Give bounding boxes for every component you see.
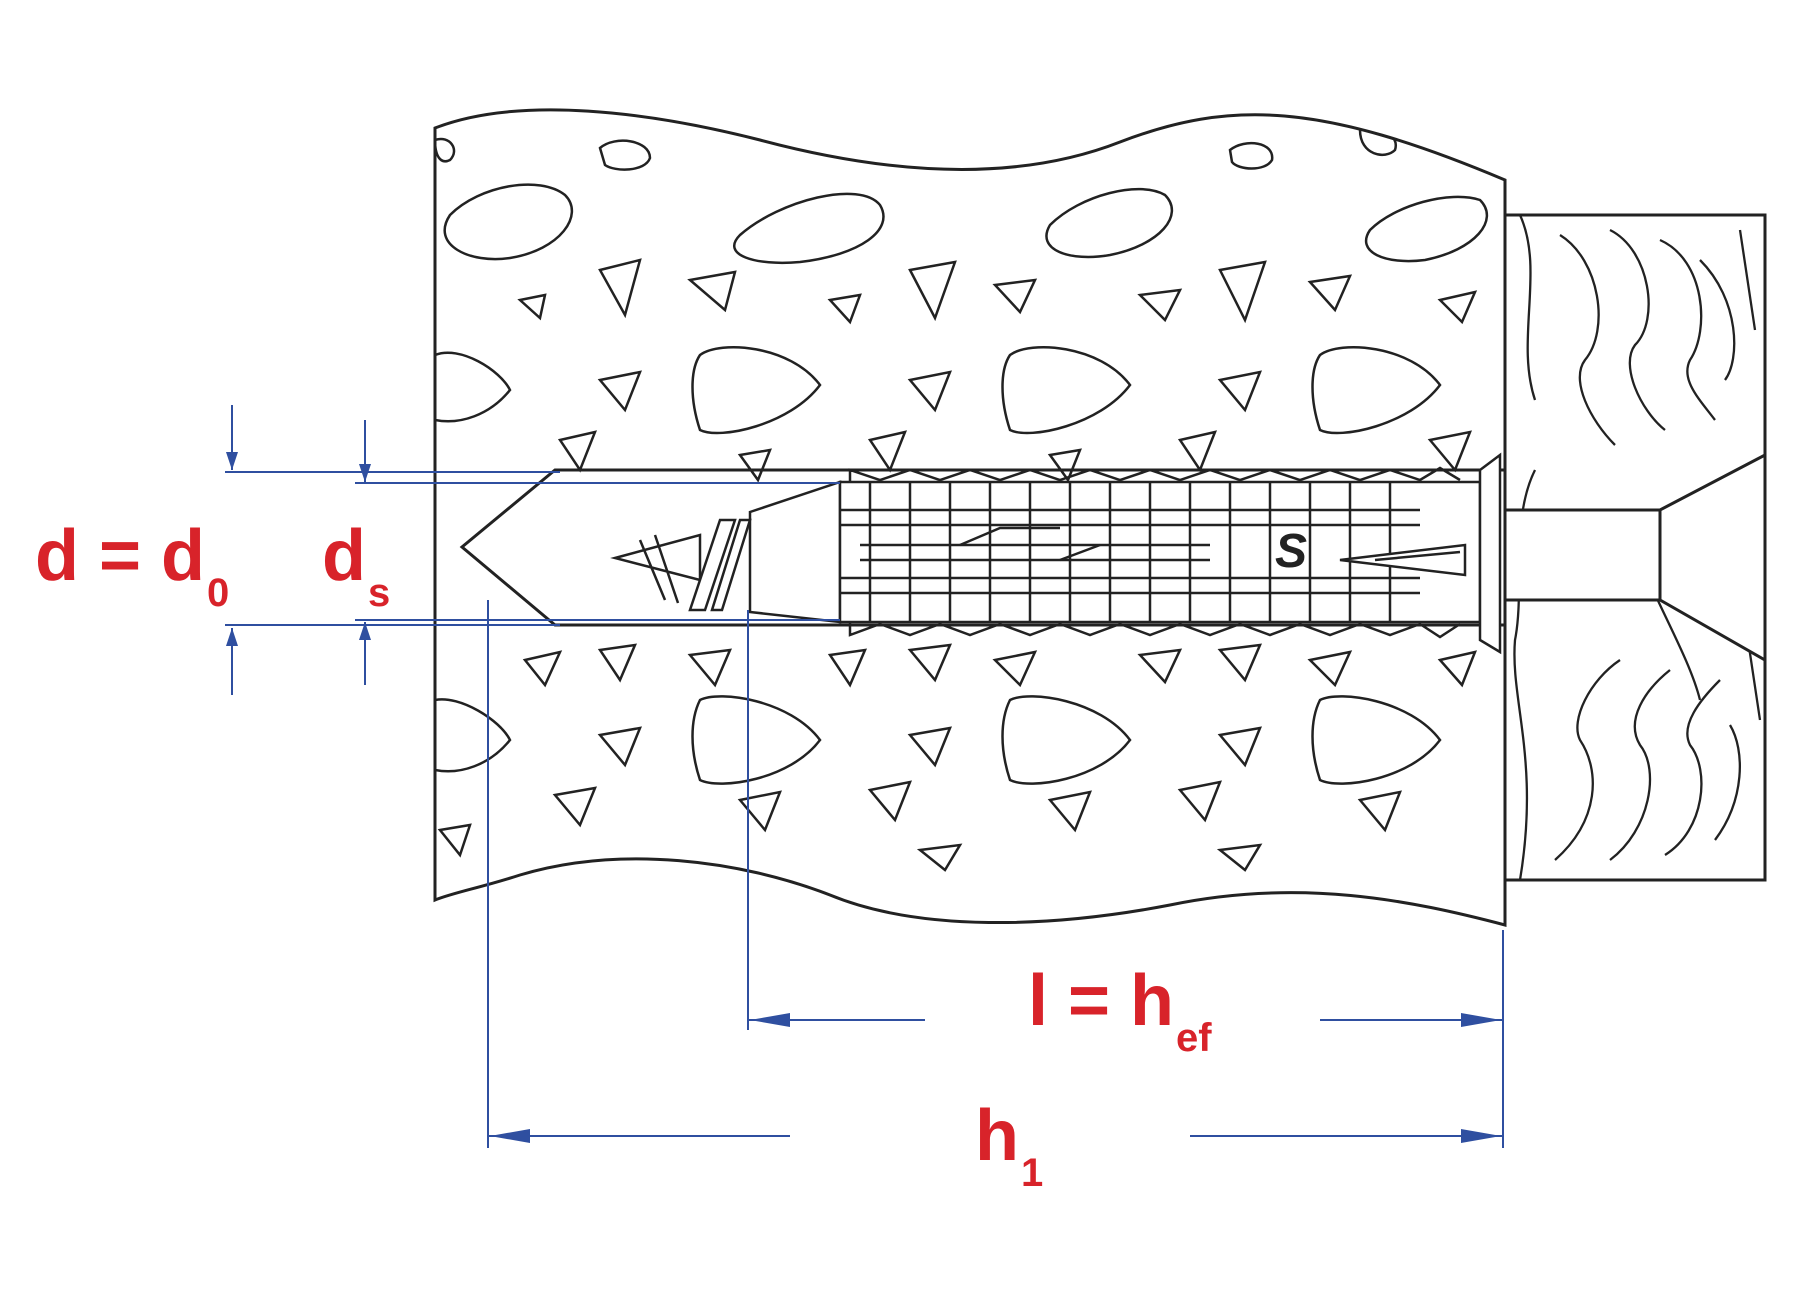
h1-arrowhead-left (490, 1129, 530, 1143)
label-h1-sub: 1 (1020, 1151, 1044, 1195)
label-d-d0-sub: 0 (207, 571, 230, 615)
dimension-arrowheads (226, 452, 1501, 1143)
label-ds: ds (322, 520, 390, 613)
label-d-d0-main: d = d (35, 516, 206, 596)
d0-arrowhead-bottom (226, 628, 238, 646)
label-hef-main: l = h (1028, 961, 1175, 1041)
label-ds-sub: s (367, 571, 391, 615)
ds-arrowhead-top (359, 464, 371, 482)
screw-tip (610, 518, 752, 612)
label-hef-sub: ef (1176, 1016, 1212, 1060)
anchor-mark: S (1275, 525, 1308, 578)
label-ds-main: d (322, 516, 366, 596)
hef-arrowhead-left (750, 1013, 790, 1027)
h1-arrowhead-right (1461, 1129, 1501, 1143)
ds-arrowhead-bottom (359, 622, 371, 640)
plug-sleeve (838, 480, 1482, 624)
anchor-plug (748, 452, 1502, 655)
plug-collar (1478, 452, 1502, 655)
drill-hole (459, 468, 1505, 627)
screw-head (1503, 452, 1767, 663)
wood-grain (1513, 214, 1762, 881)
label-h1-main: h (975, 1096, 1019, 1176)
label-hef: l = hef (1028, 965, 1212, 1058)
d0-arrowhead-top (226, 452, 238, 470)
plug-ribs (840, 466, 1461, 639)
hef-arrowhead-right (1461, 1013, 1501, 1027)
dimension-lines (225, 405, 1504, 1148)
aggregate-stones (435, 127, 1488, 872)
label-d-d0: d = d0 (35, 520, 229, 613)
drill-hole-outline (459, 468, 1505, 627)
label-h1: h1 (975, 1100, 1043, 1193)
